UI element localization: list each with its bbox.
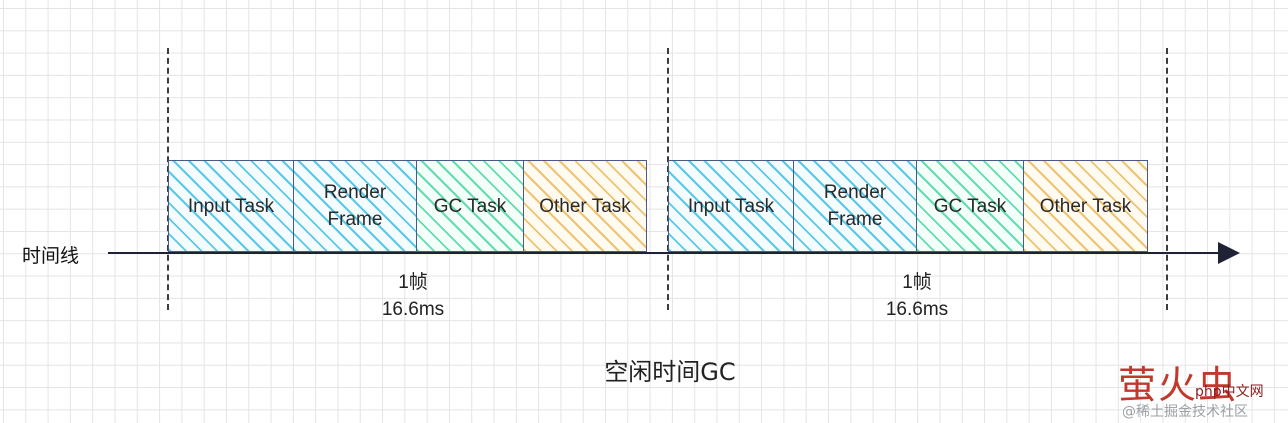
frame-label: 1帧 xyxy=(902,272,932,293)
frame-duration-label: 1帧 16.6ms xyxy=(857,269,977,323)
frame-duration-label: 1帧 16.6ms xyxy=(353,269,473,323)
timeline-axis xyxy=(108,252,1224,254)
arrow-right-icon xyxy=(1218,242,1240,264)
task-label: Render Frame xyxy=(823,182,887,230)
task-label: Input Task xyxy=(187,195,275,217)
input-task-block: Input Task xyxy=(668,160,794,252)
watermark-php: php中文网 xyxy=(1195,384,1264,400)
other-task-block: Other Task xyxy=(523,160,647,252)
input-task-block: Input Task xyxy=(168,160,294,252)
frame-duration: 16.6ms xyxy=(885,299,949,320)
render-frame-block: Render Frame xyxy=(793,160,917,252)
task-label: Input Task xyxy=(687,195,775,217)
watermark-source: @稀土掘金技术社区 xyxy=(1122,404,1248,420)
timeline-label: 时间线 xyxy=(22,245,80,267)
frame-label: 1帧 xyxy=(398,272,428,293)
task-label: GC Task xyxy=(433,195,507,217)
diagram-caption: 空闲时间GC xyxy=(604,358,736,386)
frame-boundary-line xyxy=(1166,48,1168,310)
task-label: Render Frame xyxy=(323,182,387,230)
task-label: Other Task xyxy=(539,195,631,217)
gc-task-block: GC Task xyxy=(916,160,1024,252)
frame-duration: 16.6ms xyxy=(381,299,445,320)
task-label: Other Task xyxy=(1039,195,1132,217)
gc-task-block: GC Task xyxy=(416,160,524,252)
other-task-block: Other Task xyxy=(1023,160,1148,252)
task-label: GC Task xyxy=(933,195,1007,217)
render-frame-block: Render Frame xyxy=(293,160,417,252)
watermark-brand: 萤火虫 xyxy=(1118,363,1239,407)
